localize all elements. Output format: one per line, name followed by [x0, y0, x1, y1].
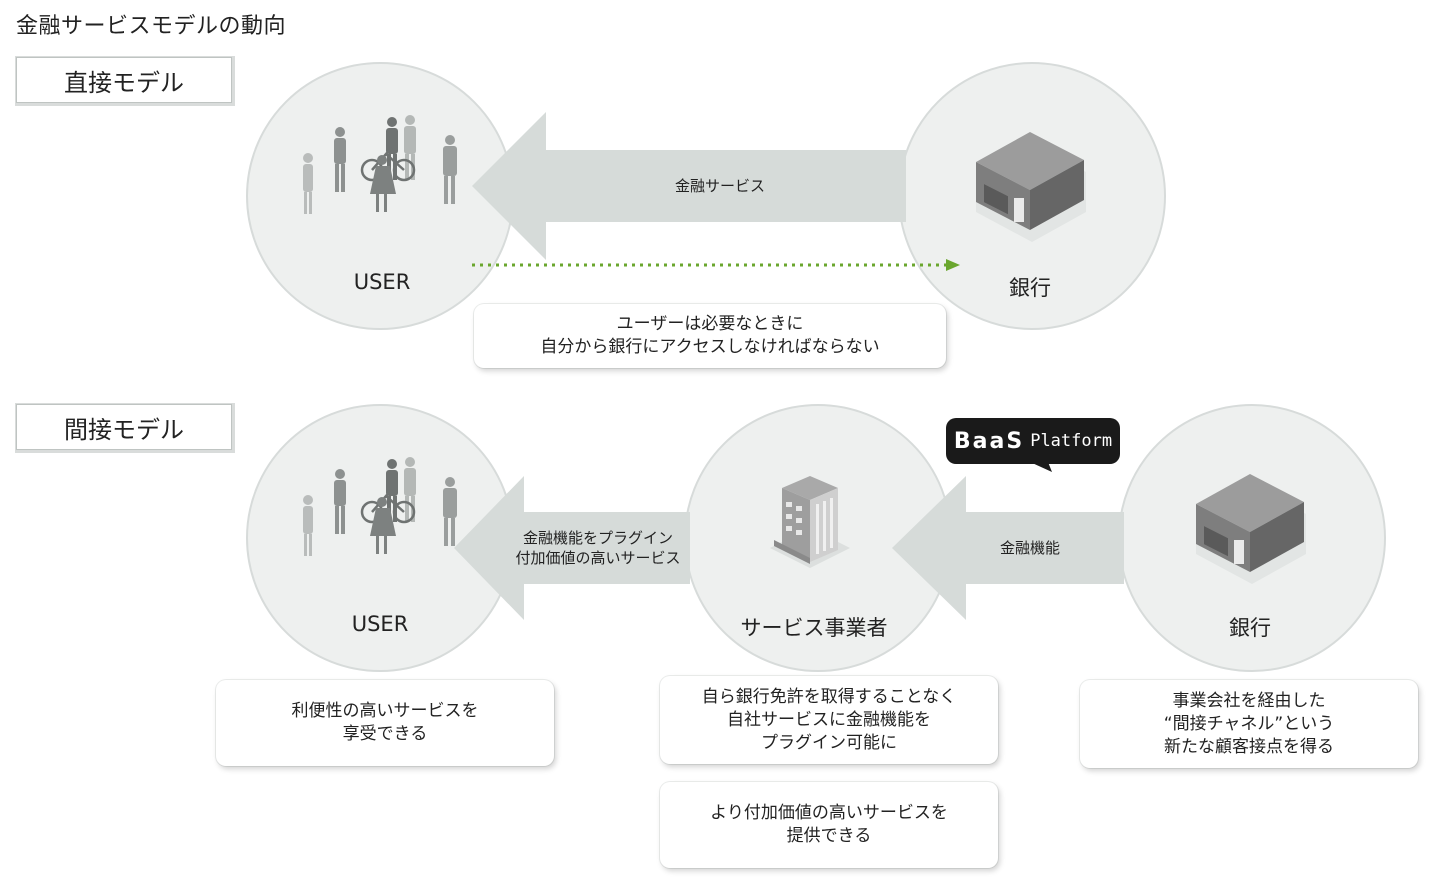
- direct-note: ユーザーは必要なときに 自分から銀行にアクセスしなければならない: [474, 304, 946, 368]
- indirect-left-arrow-line-2: 付加価値の高いサービス: [515, 549, 681, 567]
- indirect-users-illustration: [301, 455, 459, 558]
- provider-office-building-icon: [770, 476, 850, 568]
- indirect-provider-label: サービス事業者: [740, 616, 888, 640]
- indirect-provider-note-1: 自ら銀行免許を取得することなく 自社サービスに金融機能を プラグイン可能に: [660, 676, 998, 764]
- indirect-left-arrow-text: 金融機能をプラグイン 付加価値の高いサービス: [508, 528, 688, 568]
- user-note-line-2: 享受できる: [342, 724, 428, 744]
- page-title: 金融サービスモデルの動向: [16, 14, 287, 39]
- baas-label: BaaS: [953, 428, 1025, 454]
- direct-model-label: 直接モデル: [16, 57, 232, 103]
- direct-bank-label: 銀行: [1009, 276, 1051, 300]
- indirect-bank-building-icon: [1196, 474, 1306, 584]
- baas-platform-badge: BaaS Platform: [946, 418, 1120, 464]
- bank-note-line-2: “間接チャネル”という: [1163, 713, 1335, 734]
- indirect-model-label: 間接モデル: [16, 404, 232, 450]
- indirect-provider-to-user-arrow: [454, 476, 690, 620]
- direct-bank-building-icon: [976, 132, 1086, 242]
- indirect-provider-note-2: より付加価値の高いサービスを 提供できる: [660, 782, 998, 868]
- provider-note1-line-3: プラグイン可能に: [761, 732, 897, 753]
- indirect-left-arrow-line-1: 金融機能をプラグイン: [522, 529, 673, 547]
- indirect-user-label: USER: [351, 612, 409, 636]
- provider-note2-line-2: 提供できる: [786, 826, 872, 846]
- bank-note-line-1: 事業会社を経由した: [1172, 690, 1326, 711]
- direct-note-line-1: ユーザーは必要なときに: [616, 314, 804, 334]
- direct-user-circle: [246, 62, 514, 330]
- indirect-bank-note: 事業会社を経由した “間接チャネル”という 新たな顧客接点を得る: [1080, 680, 1418, 768]
- direct-service-arrow: [472, 112, 906, 260]
- baas-platform-label: Platform: [1030, 431, 1113, 451]
- direct-user-label: USER: [353, 270, 411, 294]
- indirect-bank-to-provider-arrow: [892, 476, 1124, 620]
- direct-arrow-text: 金融サービス: [674, 177, 765, 195]
- indirect-user-note: 利便性の高いサービスを 享受できる: [216, 680, 554, 766]
- direct-users-illustration: [301, 113, 459, 216]
- indirect-bank-label: 銀行: [1229, 616, 1271, 640]
- provider-note2-line-1: より付加価値の高いサービスを: [710, 803, 948, 823]
- indirect-right-arrow-text: 金融機能: [999, 539, 1060, 557]
- provider-note1-line-2: 自社サービスに金融機能を: [727, 709, 931, 730]
- bank-note-line-3: 新たな顧客接点を得る: [1163, 736, 1334, 757]
- provider-note1-line-1: 自ら銀行免許を取得することなく: [701, 686, 957, 707]
- user-note-line-1: 利便性の高いサービスを: [291, 701, 479, 721]
- direct-note-line-2: 自分から銀行にアクセスしなければならない: [540, 337, 880, 357]
